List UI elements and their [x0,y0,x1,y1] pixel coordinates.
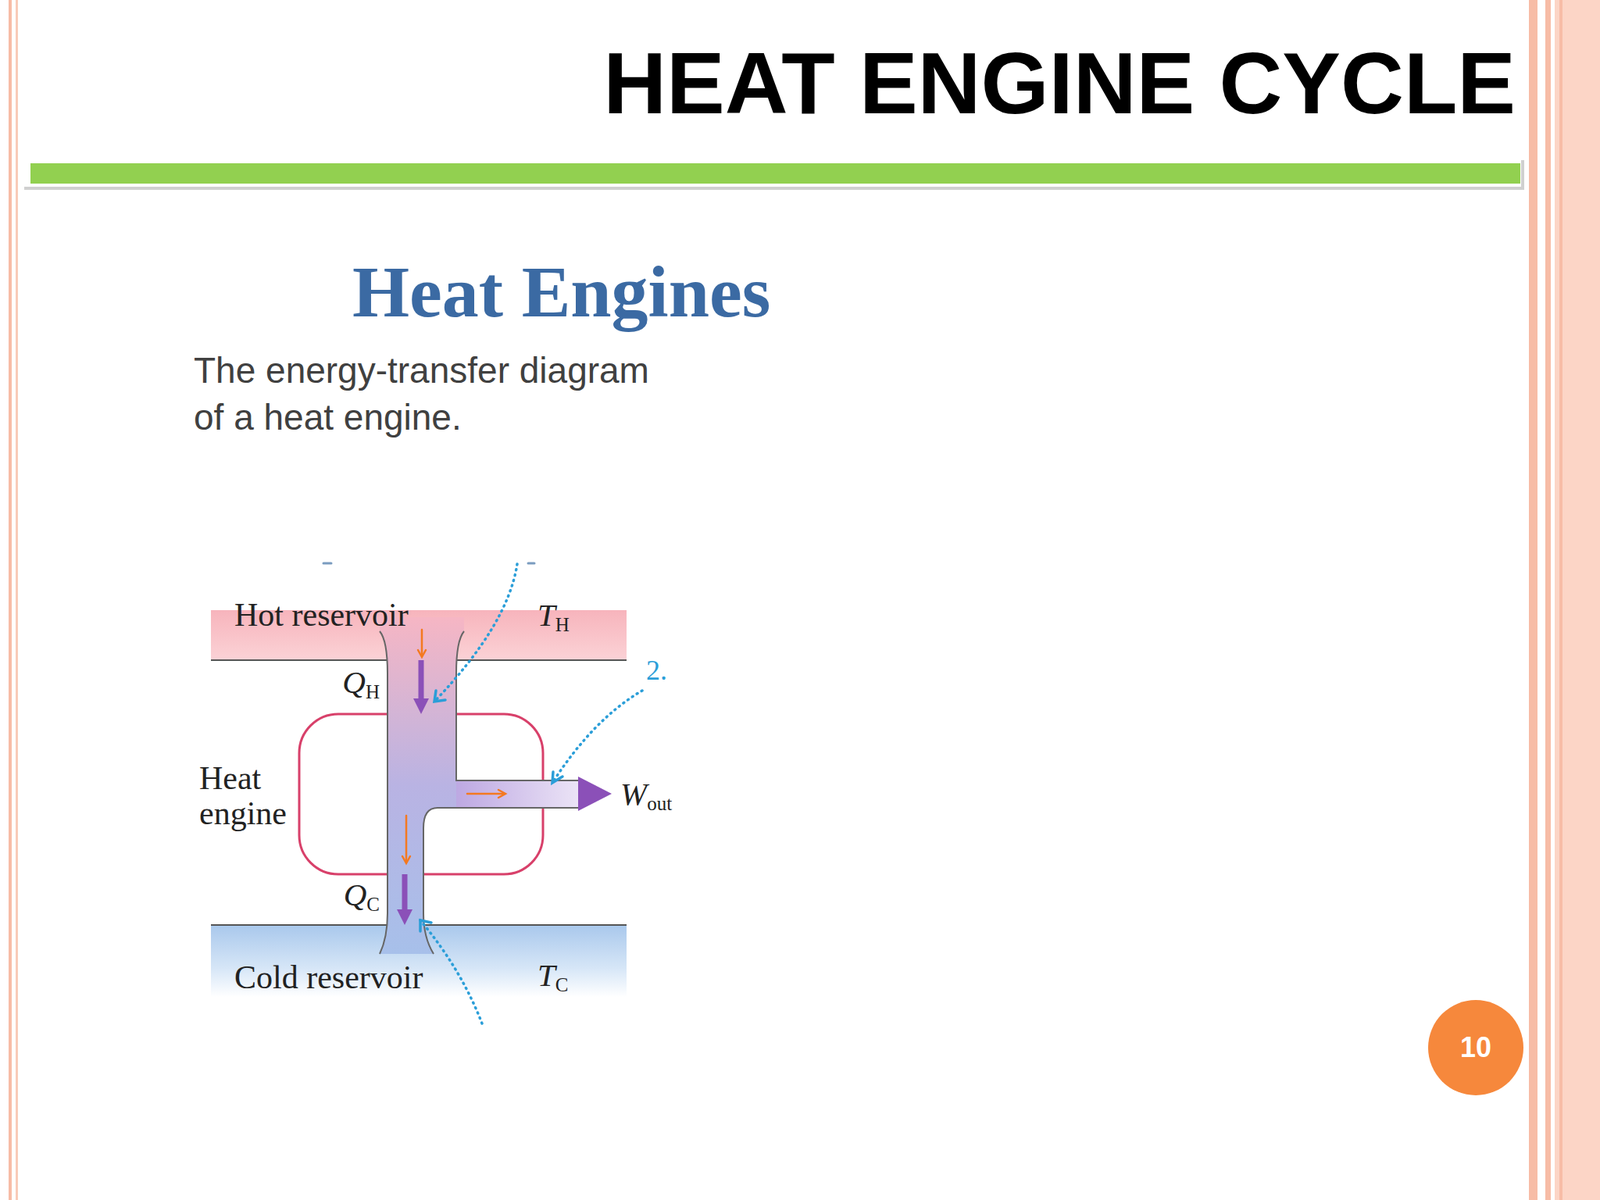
slide-border [1559,0,1563,1200]
page-number: 10 [1460,1032,1492,1064]
arrowhead [396,909,413,925]
flow-arrow [421,629,424,657]
reservoir-name: Cold reservoir [234,960,423,995]
heat-engine: Heat engine [299,714,543,875]
slide-border [8,0,1600,1200]
flow-arrow [417,650,426,658]
callout-leader [434,690,446,702]
cropped-text-fragment [323,562,535,565]
callout-leader [552,690,643,783]
callout-leader [420,920,432,932]
slide-border [1545,0,1551,1200]
flow-arrow [405,815,408,863]
flow-arrow [402,629,506,864]
slide-border [8,0,12,1200]
connector-line [418,660,425,700]
heat-flow-connector [396,874,413,925]
flow-arrow [402,856,411,864]
title-rule [30,163,1521,184]
hot-reservoir: Hot reservoir TH [210,597,627,661]
figure-caption: The energy-transfer diagram of a heat en… [193,346,671,441]
heat-flow-label: QC [343,877,380,922]
temperature-symbol: TH [537,597,570,643]
heat-flow-connector [413,660,429,715]
callout-leader [420,564,643,1024]
callout-leader [420,920,483,1024]
callout-leader [552,771,563,783]
title-rule [22,157,1525,190]
energy-pipe [379,631,388,954]
engine-name: Heat engine [199,760,291,832]
slide-border [15,0,18,1200]
section-heading: Heat Engines [352,254,771,329]
reservoir-name: Hot reservoir [234,597,409,633]
title-rule [22,157,1522,187]
cropped-text-fragment [323,562,332,565]
energy-pipe [578,776,612,811]
energy-pipe [379,617,612,954]
cold-reservoir: Cold reservoirTC [210,925,627,997]
connector-line [402,874,408,911]
flow-arrow [498,789,506,798]
page-number-circle: 10 [1428,1000,1524,1096]
work-output-label: Wout [620,776,672,822]
slide-border [1554,0,1600,1200]
cropped-text-fragment [528,562,535,565]
callout-leader [434,564,518,702]
energy-pipe [456,780,579,808]
flow-arrow [467,792,505,796]
slide-border [1528,0,1538,1200]
energy-pipe [379,617,579,954]
slide-title: HEAT ENGINE CYCLE [603,39,1516,128]
callout-number: 2. [646,654,668,686]
heat-flow-label: QH [342,664,380,710]
energy-pipe [423,807,579,954]
temperature-symbol: TC [537,957,569,1003]
arrowhead [413,698,429,715]
